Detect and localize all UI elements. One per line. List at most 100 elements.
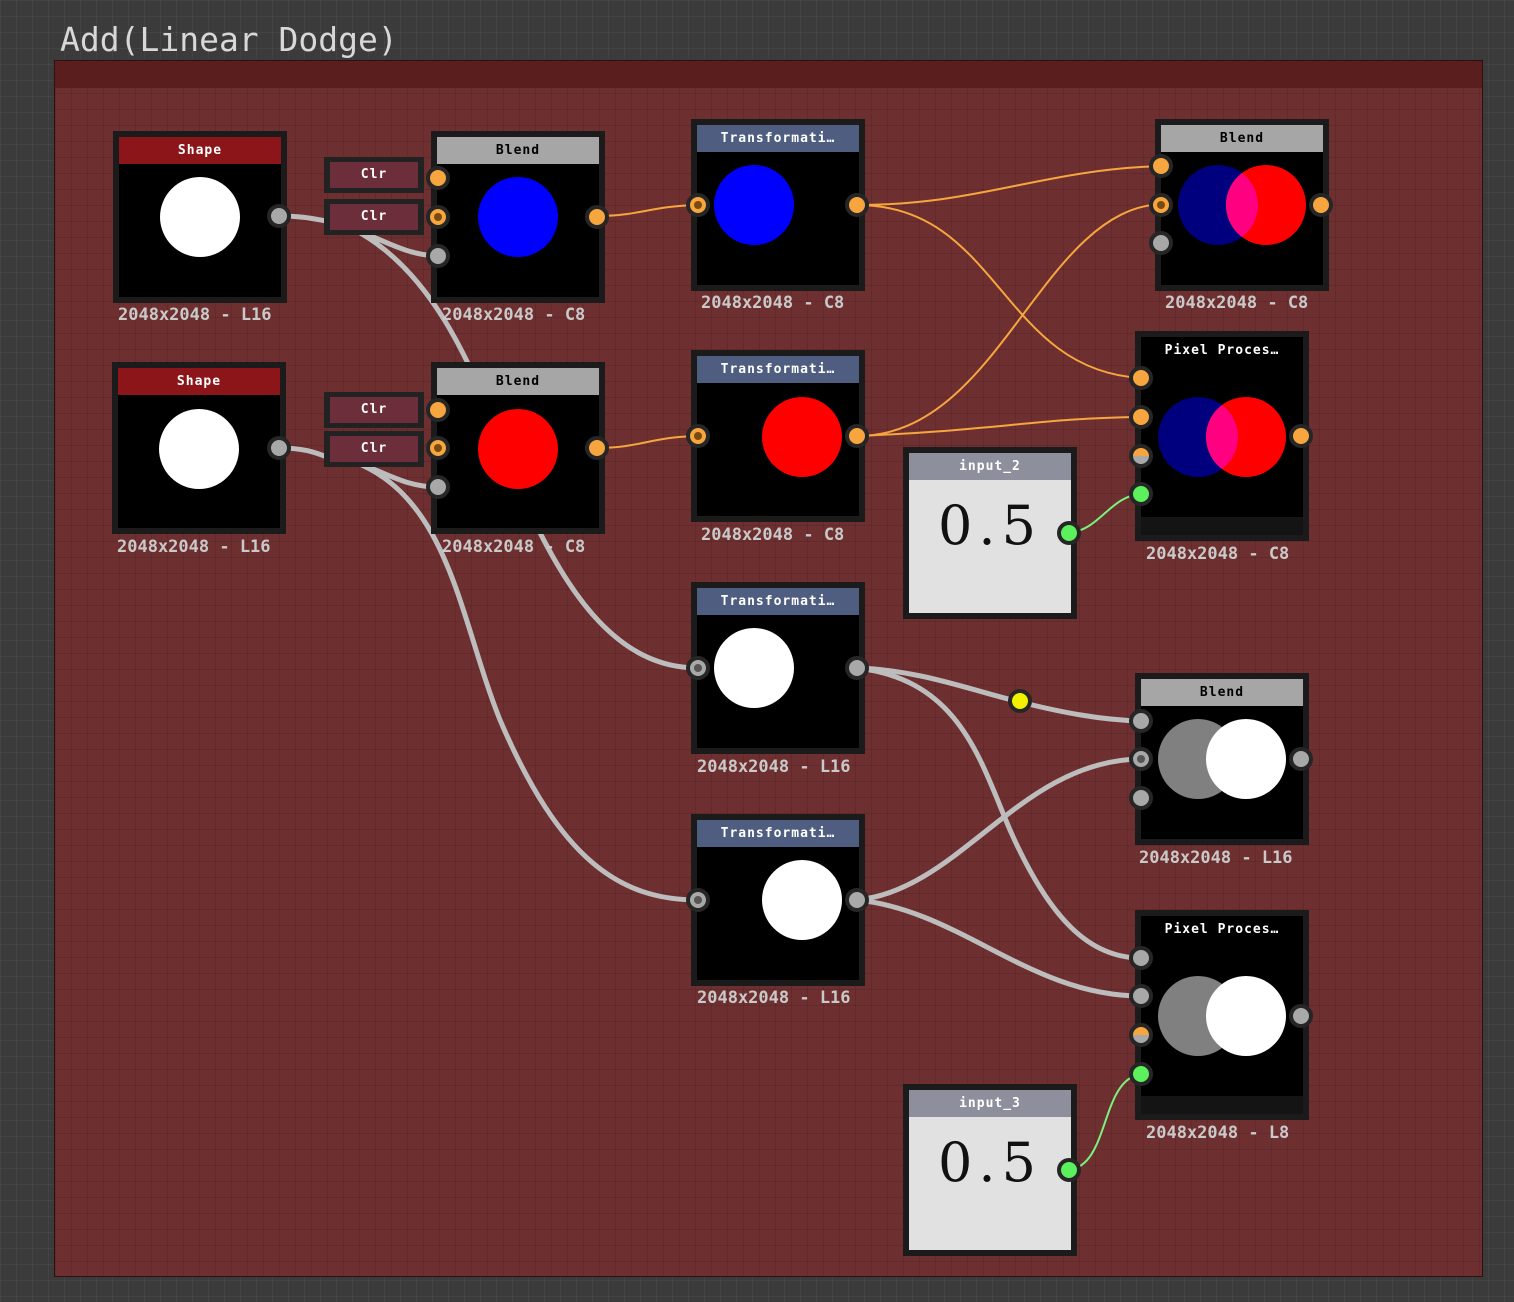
color-param-node[interactable]: Clr — [324, 199, 424, 235]
node-resolution-label: 2048x2048 - L16 — [697, 988, 851, 1008]
input-port[interactable] — [686, 424, 710, 448]
node-title: Blend — [1161, 125, 1323, 152]
blend-node-blue[interactable]: Blend — [431, 131, 605, 303]
wire-input3-pixel — [1068, 1073, 1142, 1171]
output-port[interactable] — [267, 204, 291, 228]
node-title: Blend — [437, 368, 599, 395]
blend-node-color-result[interactable]: Blend — [1155, 119, 1329, 291]
input-2-node[interactable]: input_2 0.5 — [903, 447, 1077, 619]
output-port[interactable] — [1289, 747, 1313, 771]
input-port-b[interactable] — [1129, 405, 1153, 429]
background-input-port[interactable] — [426, 436, 450, 460]
white-circle-preview — [1206, 976, 1286, 1056]
input-value-display: 0.5 — [909, 480, 1071, 613]
node-resolution-label: 2048x2048 - C8 — [701, 293, 845, 313]
node-resolution-label: 2048x2048 - C8 — [701, 525, 845, 545]
red-circle-preview — [762, 397, 842, 477]
transformation-node-white-2[interactable]: Transformati… — [691, 814, 865, 986]
transformation-node-white-1[interactable]: Transformati… — [691, 582, 865, 754]
output-port[interactable] — [1057, 521, 1081, 545]
output-port[interactable] — [585, 205, 609, 229]
node-resolution-label: 2048x2048 - C8 — [442, 537, 586, 557]
clr-label: Clr — [330, 162, 418, 188]
wire-reroute-blend-gray — [1017, 699, 1144, 724]
input-value-display: 0.5 — [909, 1117, 1071, 1250]
mask-input-port[interactable] — [1129, 786, 1153, 810]
white-circle-preview — [159, 409, 239, 489]
transformation-node-blue[interactable]: Transformati… — [691, 119, 865, 291]
output-port[interactable] — [1289, 1004, 1313, 1028]
wire-trans-red-pixel — [856, 416, 1142, 437]
transformation-node-red[interactable]: Transformati… — [691, 350, 865, 522]
node-title: Transformati… — [697, 356, 859, 383]
mask-input-port[interactable] — [426, 244, 450, 268]
shape-node-1[interactable]: Shape — [113, 131, 287, 303]
output-port[interactable] — [845, 656, 869, 680]
reroute-dot[interactable] — [1008, 689, 1032, 713]
foreground-input-port[interactable] — [1149, 154, 1173, 178]
node-resolution-label: 2048x2048 - L16 — [117, 537, 271, 557]
node-title: Transformati… — [697, 125, 859, 152]
color-param-node[interactable]: Clr — [324, 431, 424, 467]
input-port[interactable] — [686, 193, 710, 217]
pixel-processor-node-gray[interactable]: Pixel Proces… — [1135, 910, 1309, 1120]
wire-trans-red-blend — [856, 203, 1162, 437]
wire-trans-blue-blend — [856, 165, 1162, 206]
input-3-node[interactable]: input_3 0.5 — [903, 1084, 1077, 1256]
background-input-port[interactable] — [1129, 747, 1153, 771]
input-port-a[interactable] — [1129, 366, 1153, 390]
blend-node-red[interactable]: Blend — [431, 362, 605, 534]
pixel-processor-node-color[interactable]: Pixel Proces… — [1135, 331, 1309, 541]
output-port[interactable] — [267, 436, 291, 460]
input-port[interactable] — [686, 656, 710, 680]
input-port-mixed[interactable] — [1129, 1023, 1153, 1047]
output-port[interactable] — [845, 888, 869, 912]
input-port-b[interactable] — [1129, 984, 1153, 1008]
foreground-input-port[interactable] — [426, 166, 450, 190]
shape-node-2[interactable]: Shape — [112, 362, 286, 534]
output-port[interactable] — [1289, 424, 1313, 448]
node-title: Shape — [119, 137, 281, 164]
frame-header[interactable] — [55, 61, 1482, 88]
float-input-port[interactable] — [1129, 1062, 1153, 1086]
node-resolution-label: 2048x2048 - L16 — [697, 757, 851, 777]
node-footer-strip — [1141, 1096, 1303, 1114]
output-port[interactable] — [1309, 193, 1333, 217]
mask-input-port[interactable] — [426, 475, 450, 499]
color-param-node[interactable]: Clr — [324, 157, 424, 193]
frame-title: Add(Linear Dodge) — [60, 20, 398, 59]
node-title: Transformati… — [697, 820, 859, 847]
mask-input-port[interactable] — [1149, 231, 1173, 255]
input-port[interactable] — [686, 888, 710, 912]
white-circle-preview — [1206, 719, 1286, 799]
color-param-node[interactable]: Clr — [324, 392, 424, 428]
white-circle-preview — [762, 860, 842, 940]
output-port[interactable] — [845, 193, 869, 217]
node-title: Blend — [1141, 679, 1303, 706]
output-port[interactable] — [1057, 1158, 1081, 1182]
float-input-port[interactable] — [1129, 482, 1153, 506]
input-port-mixed[interactable] — [1129, 444, 1153, 468]
blend-node-gray[interactable]: Blend — [1135, 673, 1309, 845]
output-port[interactable] — [585, 436, 609, 460]
blue-circle-preview — [478, 177, 558, 257]
blue-circle-preview — [714, 165, 794, 245]
foreground-input-port[interactable] — [1129, 709, 1153, 733]
white-circle-preview — [160, 177, 240, 257]
foreground-input-port[interactable] — [426, 398, 450, 422]
white-circle-preview — [714, 628, 794, 708]
node-footer-strip — [1141, 517, 1303, 535]
input-port-a[interactable] — [1129, 946, 1153, 970]
output-port[interactable] — [845, 424, 869, 448]
wire-white1-pixel-gray — [854, 665, 1144, 961]
node-title: input_3 — [909, 1090, 1071, 1117]
node-resolution-label: 2048x2048 - C8 — [442, 305, 586, 325]
node-title: Pixel Proces… — [1141, 916, 1303, 943]
overlap-preview — [1226, 165, 1306, 245]
wire-white2-pixel-gray — [854, 897, 1144, 999]
background-input-port[interactable] — [1149, 193, 1173, 217]
node-resolution-label: 2048x2048 - C8 — [1146, 544, 1290, 564]
background-input-port[interactable] — [426, 205, 450, 229]
node-resolution-label: 2048x2048 - L8 — [1146, 1123, 1290, 1143]
wire-blend-red-trans — [596, 435, 699, 449]
